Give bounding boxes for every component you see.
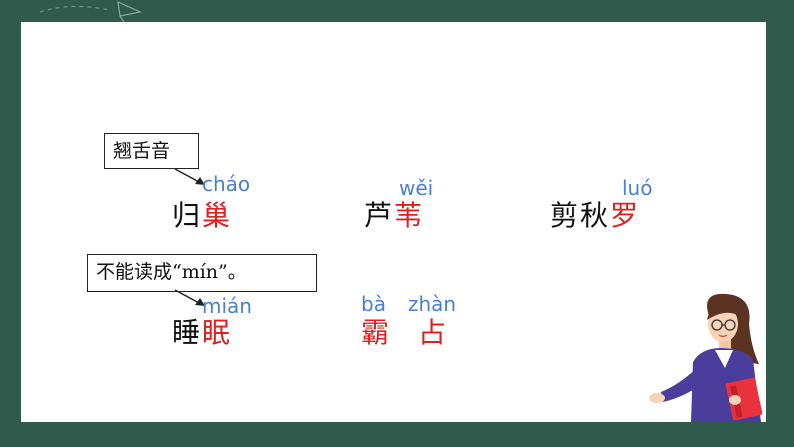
char-highlight: 罗 [610, 199, 641, 232]
teacher-illustration [649, 293, 763, 422]
pinyin-mian: mián [202, 294, 252, 318]
char-highlight: 苇 [394, 199, 425, 232]
char-plain: 剪秋 [550, 199, 611, 232]
slide-canvas: 翘舌音 cháo 归巢 wěi 芦苇 luó 剪秋罗 不能读成“mín”。 mi… [21, 22, 766, 422]
char-highlight: 眠 [202, 316, 233, 349]
pinyin-chao: cháo [202, 172, 251, 196]
arrow-icon [174, 168, 205, 185]
char-plain: 芦 [364, 199, 395, 232]
pinyin-luo: luó [622, 176, 653, 200]
arrow-icon [174, 289, 205, 306]
pinyin-ba: bà [361, 292, 386, 316]
word-luwei: 芦苇 [364, 202, 424, 230]
retroflex-note-box: 翘舌音 [104, 133, 199, 169]
char-plain: 睡 [172, 316, 203, 349]
pinyin-zhan: zhàn [408, 292, 457, 316]
min-note-text: 不能读成“mín”。 [96, 261, 247, 283]
word-shuimian: 睡眠 [172, 319, 232, 347]
word-jianqiuluo: 剪秋罗 [550, 202, 640, 230]
word-guichao: 归巢 [172, 202, 232, 230]
retroflex-note-text: 翘舌音 [113, 140, 171, 162]
char-highlight: 巢 [202, 199, 233, 232]
char-highlight: 占 [418, 316, 449, 349]
char-plain: 归 [172, 199, 203, 232]
min-note-box: 不能读成“mín”。 [87, 254, 317, 292]
paper-plane-doodle [117, 1, 142, 23]
pinyin-wei: wěi [399, 176, 434, 200]
char-highlight: 霸 [361, 316, 392, 349]
